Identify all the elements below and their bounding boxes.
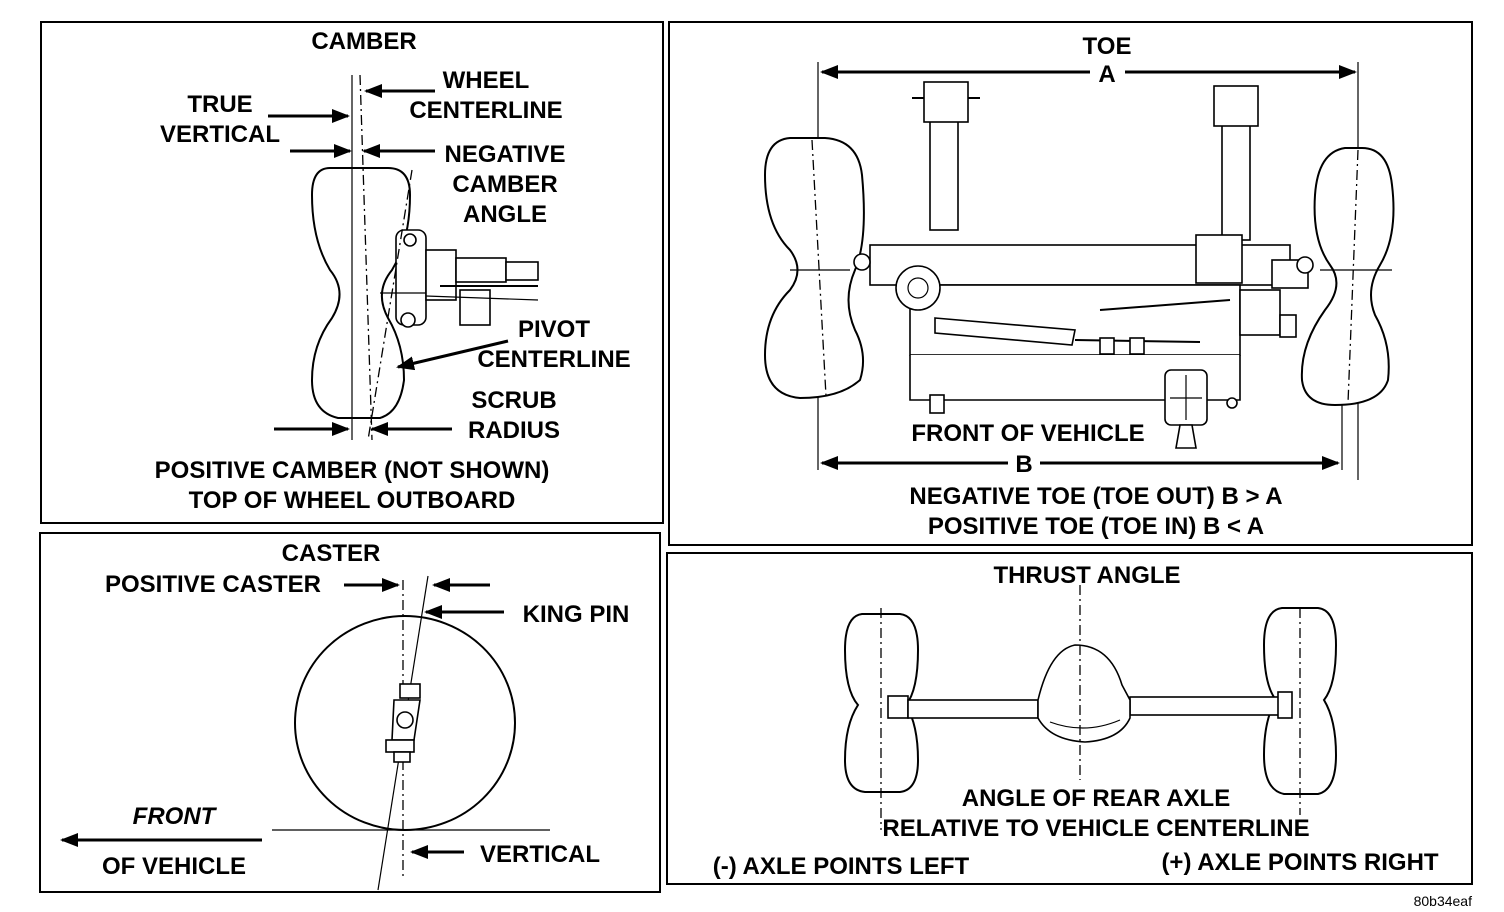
true-vertical-label-2: VERTICAL: [160, 121, 280, 148]
negative-camber-label-3: ANGLE: [463, 201, 547, 228]
caster-vertical-label: VERTICAL: [480, 841, 600, 868]
thrust-differential: [1037, 644, 1131, 743]
negative-camber-label-1: NEGATIVE: [445, 141, 566, 168]
thrust-angle-note-1: ANGLE OF REAR AXLE: [962, 785, 1230, 812]
pivot-centerline-label-2: CENTERLINE: [477, 346, 630, 373]
thrust-angle-note-2: RELATIVE TO VEHICLE CENTERLINE: [882, 815, 1309, 842]
negative-toe-label: NEGATIVE TOE (TOE OUT) B > A: [909, 483, 1282, 510]
toe-dim-b-label: B: [1015, 451, 1032, 478]
camber-title: CAMBER: [311, 28, 416, 55]
wheel-centerline-label-1: WHEEL: [443, 67, 530, 94]
toe-left-knuckle: [895, 265, 941, 311]
pivot-centerline-label-1: PIVOT: [518, 316, 590, 343]
camber-lower-joint: [459, 289, 491, 326]
toe-title: TOE: [1083, 33, 1132, 60]
pivot-centerline-line: [367, 169, 413, 441]
positive-camber-note-1: POSITIVE CAMBER (NOT SHOWN): [155, 457, 550, 484]
toe-right-knuckle: [1195, 234, 1243, 284]
figure-code: 80b34eaf: [1414, 893, 1473, 909]
caster-lower-joint: [393, 751, 411, 763]
axle-points-left-label: (-) AXLE POINTS LEFT: [713, 853, 970, 880]
toe-lower-frame: [909, 355, 1241, 401]
thrust-right-tire: [1262, 607, 1338, 795]
positive-caster-label: POSITIVE CASTER: [105, 571, 321, 598]
toe-steering-shaft: [1175, 424, 1197, 449]
king-pin-label: KING PIN: [523, 601, 630, 628]
camber-diagram: CAMBER WHEEL CENTERLINE TRUE VERTICAL NE…: [155, 28, 631, 514]
scrub-radius-label-1: SCRUB: [471, 387, 556, 414]
toe-diagram: TOE A B FRONT OF VEHICLE NEGATIVE TOE (T…: [763, 33, 1395, 540]
thrust-angle-title: THRUST ANGLE: [993, 562, 1180, 589]
axle-points-right-label: (+) AXLE POINTS RIGHT: [1161, 849, 1438, 876]
toe-front-of-vehicle-label: FRONT OF VEHICLE: [911, 420, 1144, 447]
toe-dim-a-label: A: [1098, 61, 1115, 88]
pivot-centerline-arrow: [396, 339, 509, 371]
toe-left-strut-mount: [923, 81, 969, 123]
caster-upper-joint: [399, 683, 421, 699]
toe-right-strut-mount: [1213, 85, 1259, 127]
caster-front-label-2: OF VEHICLE: [102, 853, 246, 880]
wheel-centerline-label-2: CENTERLINE: [409, 97, 562, 124]
toe-left-tire: [763, 137, 865, 400]
thrust-right-axle-tube: [1129, 696, 1281, 716]
caster-front-label-1: FRONT: [133, 803, 218, 830]
caster-diagram: CASTER POSITIVE CASTER KING PIN FRONT OF…: [60, 540, 630, 891]
toe-right-tire: [1300, 147, 1395, 407]
camber-tie-rod-end: [505, 261, 539, 281]
scrub-radius-label-2: RADIUS: [468, 417, 560, 444]
toe-tie-rod: [934, 317, 1076, 346]
camber-hub: [425, 249, 457, 301]
positive-toe-label: POSITIVE TOE (TOE IN) B < A: [928, 513, 1264, 540]
caster-title: CASTER: [282, 540, 381, 567]
thrust-angle-diagram: THRUST ANGLE ANGLE OF REAR AXLE RELATIVE…: [713, 562, 1439, 880]
camber-tie-rod: [455, 257, 507, 283]
thrust-left-axle-tube: [907, 699, 1039, 719]
wheel-centerline: [359, 74, 373, 441]
true-vertical-label-1: TRUE: [187, 91, 252, 118]
negative-camber-label-2: CAMBER: [452, 171, 557, 198]
positive-camber-note-2: TOP OF WHEEL OUTBOARD: [189, 487, 516, 514]
